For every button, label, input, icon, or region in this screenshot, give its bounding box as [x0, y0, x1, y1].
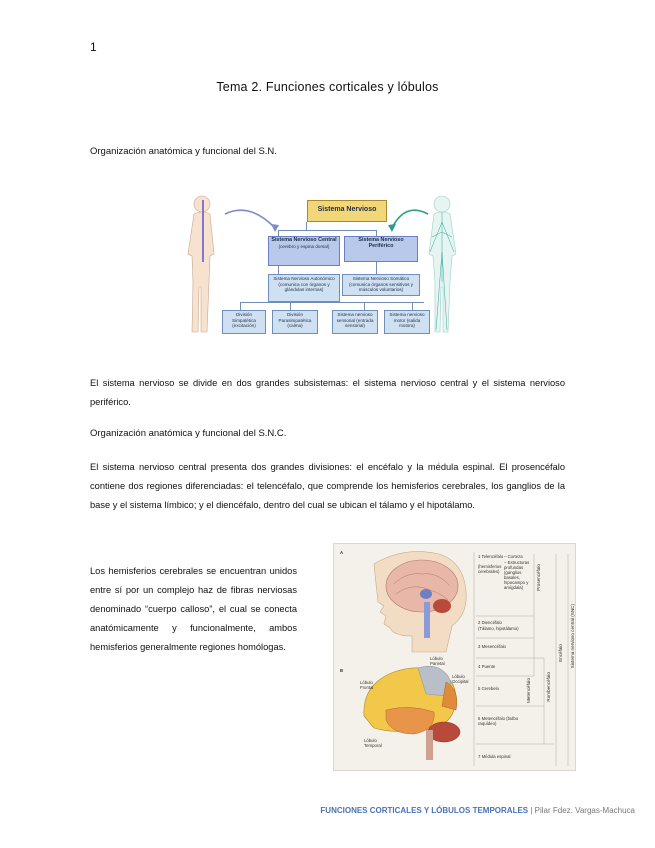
arrow-left-icon	[224, 209, 276, 229]
figure-label-b: B	[340, 668, 344, 673]
paragraph-hemispheres: Los hemisferios cerebrales se encuentran…	[90, 566, 297, 652]
nervous-system-diagram: Sistema Nervioso Sistema Nervioso Centra…	[180, 192, 470, 338]
lobe-frontal-label: Lóbulo Frontal	[360, 680, 374, 690]
box-somatic: Sistema Nervioso Somático (comunica órga…	[342, 274, 420, 296]
vertical-encefalo: Encéfalo	[558, 644, 563, 662]
section-heading-snc: Organización anatómica y funcional del S…	[90, 428, 287, 439]
lobe-occipital-label: Lóbulo Occipital	[452, 674, 469, 684]
lobe-parietal-label: Lóbulo Parietal	[430, 656, 445, 666]
list-puente: 4 Puente	[478, 664, 496, 669]
box-sistema-nervioso: Sistema Nervioso	[307, 200, 387, 222]
footer-author: Pilar Fdez. Vargas-Machuca	[534, 806, 635, 815]
list-corteza: – Corteza	[504, 554, 523, 559]
box-snc-title: Sistema Nervioso Central	[271, 237, 337, 243]
figure-label-a: A	[340, 550, 344, 555]
brain-sagittal	[385, 559, 459, 638]
box-motor: Sistema nervioso motor (salida motora)	[384, 310, 430, 334]
page-number: 1	[90, 40, 97, 54]
page-footer: FUNCIONES CORTICALES Y LÓBULOS TEMPORALE…	[320, 806, 635, 815]
vertical-snc: Sistema nervioso central (SNC)	[570, 604, 575, 669]
vertical-rombencefalo: Rombencéfalo	[546, 672, 551, 702]
box-snp-title: Sistema Nervioso Periférico	[358, 237, 404, 249]
human-figures-illustration	[187, 195, 457, 333]
page-title: Tema 2. Funciones corticales y lóbulos	[216, 80, 439, 94]
list-telencefalo: 1 Telencéfalo	[478, 554, 504, 559]
list-cerebelo: 5 Cerebelo	[478, 686, 500, 691]
brain-anatomy-figure: A B 1 Telencéfalo (hemisferios cerebrale…	[333, 543, 576, 771]
footer-separator: |	[528, 806, 535, 815]
vertical-prosencefalo: Prosencéfalo	[536, 564, 541, 591]
box-sympathetic: División Simpatética (excitación)	[222, 310, 266, 334]
body-outline-left	[187, 195, 215, 333]
lobe-temporal-label: Lóbulo Temporal	[364, 738, 382, 748]
brain-lateral	[363, 666, 461, 760]
box-autonomic: Sistema Nervioso Autonómico (comunica co…	[268, 274, 340, 302]
list-mesencefalo: 3 Mesencéfalo	[478, 644, 506, 649]
list-estructuras: – Estructuras profundas (ganglios basale…	[504, 560, 530, 590]
section-heading-sn: Organización anatómica y funcional del S…	[90, 146, 277, 157]
list-diencefalo-sub: (Tálamo, hipotálamo)	[478, 626, 519, 631]
paragraph-snc-division: El sistema nervioso central presenta dos…	[90, 462, 565, 510]
box-sensory: Sistema nervioso sensorial (entrada sens…	[332, 310, 378, 334]
list-medula: 7 Médula espinal	[478, 754, 511, 759]
list-telencefalo-sub: (hemisferios cerebrales)	[478, 564, 502, 574]
footer-title: FUNCIONES CORTICALES Y LÓBULOS TEMPORALE…	[320, 806, 529, 815]
paragraph-sn-division: El sistema nervioso se divide en dos gra…	[90, 378, 565, 407]
box-parasympathetic: División Parasimpatética (calma)	[272, 310, 318, 334]
box-snc-sub: (cerebro y espina dorsal)	[278, 243, 330, 249]
box-snp: Sistema Nervioso Periférico	[344, 236, 418, 262]
list-bulbo: 6 Metencéfalo (bulbo raquídeo)	[478, 716, 519, 726]
arrow-right-icon	[391, 209, 429, 229]
peripheral-nerves-right	[429, 212, 455, 331]
box-snc: Sistema Nervioso Central (cerebro y espi…	[268, 236, 340, 266]
list-diencefalo: 2 Diencéfalo	[478, 620, 502, 625]
vertical-metencefalo: Metencéfalo	[526, 678, 531, 704]
brain-illustration	[363, 551, 569, 766]
body-outline-right	[428, 195, 457, 333]
